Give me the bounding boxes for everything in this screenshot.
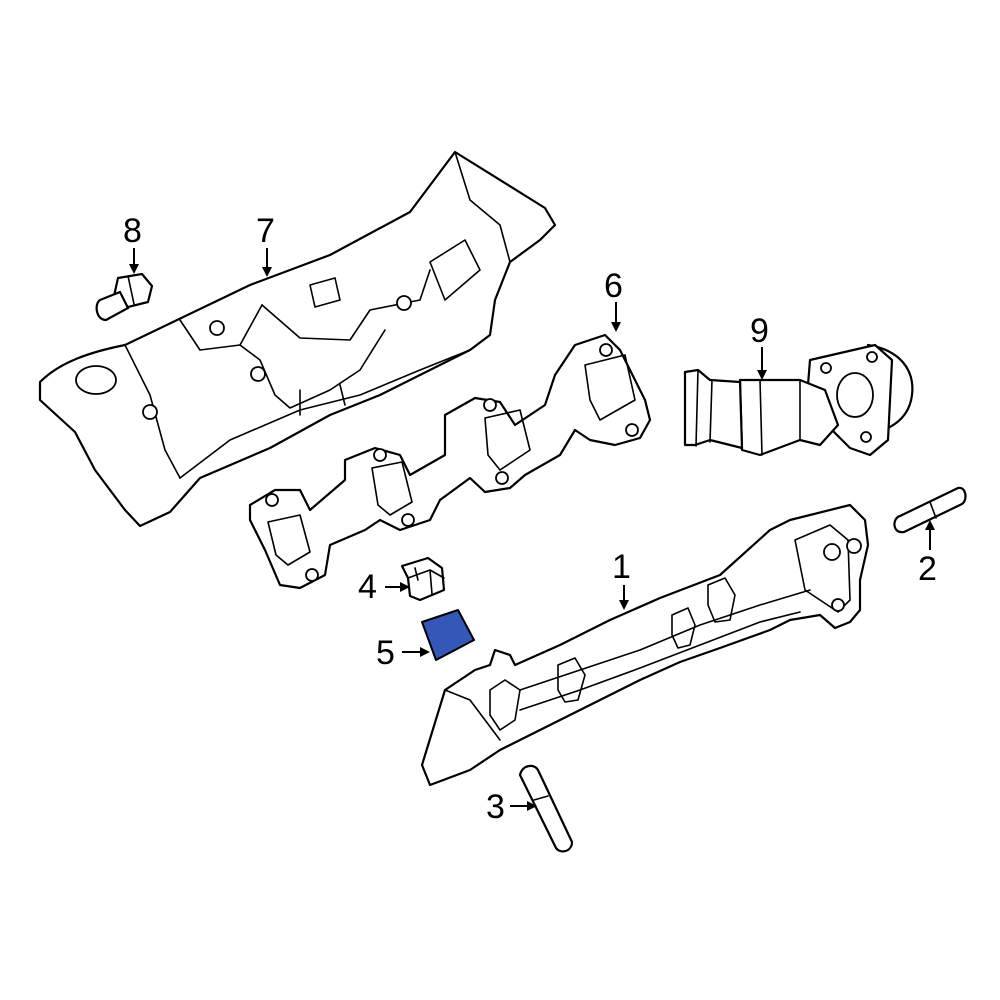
manifold-gasket-part-6[interactable] xyxy=(248,333,652,590)
exhaust-manifold-part-1[interactable] xyxy=(420,503,870,787)
clip-part-4[interactable] xyxy=(400,556,446,602)
callout-5: 5 xyxy=(376,634,395,672)
pipe-connector-part-9[interactable] xyxy=(683,343,914,457)
callout-1: 1 xyxy=(612,548,631,586)
callout-7: 7 xyxy=(256,212,275,250)
callout-8: 8 xyxy=(123,212,142,250)
bolt-part-8[interactable] xyxy=(95,272,154,322)
callout-4: 4 xyxy=(358,568,377,606)
callout-3: 3 xyxy=(486,788,505,826)
stud-part-3[interactable] xyxy=(518,764,574,853)
callout-9: 9 xyxy=(750,312,769,350)
callout-2: 2 xyxy=(918,550,937,588)
highlighted-part-5[interactable] xyxy=(421,609,475,661)
stud-part-2[interactable] xyxy=(893,486,967,534)
heat-shield-part-7[interactable] xyxy=(38,150,557,528)
callout-6: 6 xyxy=(604,267,623,305)
